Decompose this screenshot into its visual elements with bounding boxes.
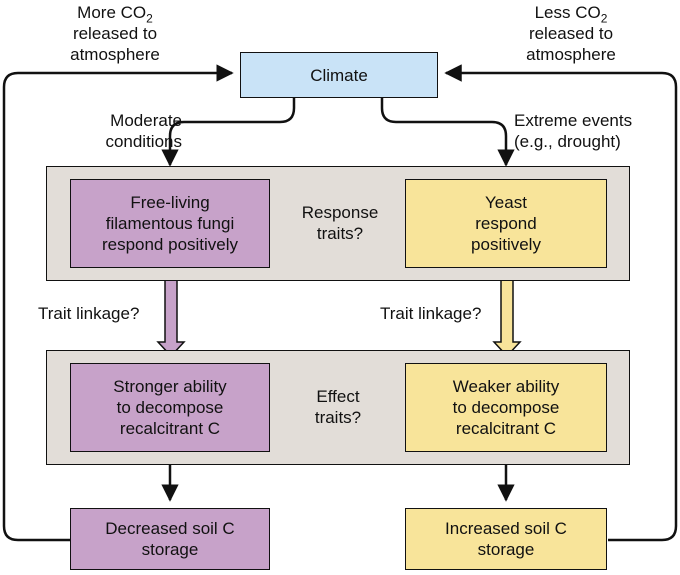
fungi-response-box: Free-living filamentous fungi respond po… <box>70 179 270 268</box>
moderate-conditions-label: Moderate conditions <box>105 111 182 151</box>
climate-box: Climate <box>240 52 438 98</box>
climate-to-fungi-arrow <box>161 97 296 167</box>
effect-traits-label: Effect traits? <box>314 387 362 427</box>
trait-linkage-left-label: Trait linkage? <box>38 304 140 323</box>
yeast-response-box: Yeast respond positively <box>405 179 607 268</box>
increased-storage-box: Increased soil C storage <box>405 508 607 570</box>
stronger-decompose-box: Stronger ability to decompose recalcitra… <box>70 363 270 452</box>
less-co2-label: Less CO2 released to atmosphere <box>526 3 616 64</box>
climate-to-yeast-arrow <box>380 97 515 167</box>
trait-linkage-left-arrow <box>156 269 186 358</box>
more-co2-label: More CO2 released to atmosphere <box>70 3 160 64</box>
decreased-storage-box: Decreased soil C storage <box>70 508 270 570</box>
trait-linkage-right-arrow <box>492 269 522 358</box>
left-feedback-arrow <box>2 64 234 542</box>
weaker-decompose-box: Weaker ability to decompose recalcitrant… <box>405 363 607 452</box>
trait-linkage-right-label: Trait linkage? <box>380 304 482 323</box>
right-feedback-arrow <box>444 64 678 542</box>
climate-label: Climate <box>310 65 368 85</box>
extreme-events-label: Extreme events (e.g., drought) <box>514 111 633 151</box>
response-traits-label: Response traits? <box>301 203 379 243</box>
